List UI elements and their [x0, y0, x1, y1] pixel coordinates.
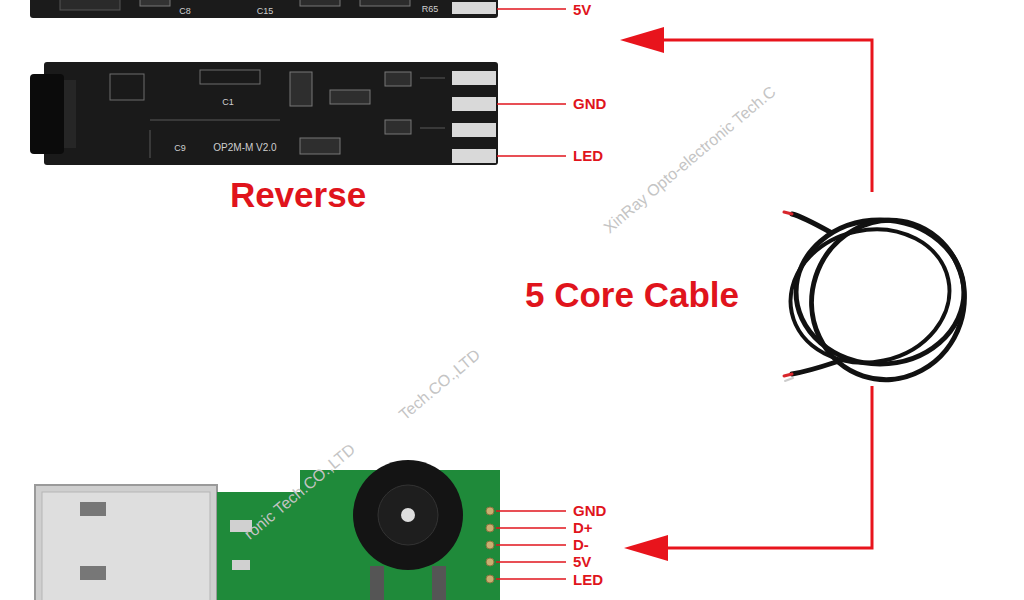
- arrowhead: [620, 27, 664, 53]
- silkscreen-text: C1: [222, 97, 234, 107]
- lens-ring: [64, 80, 76, 148]
- cable-end: [792, 362, 836, 374]
- pin: [486, 524, 494, 532]
- leader-line: [496, 578, 566, 580]
- pin: [486, 575, 494, 583]
- solder-pad: [452, 71, 496, 85]
- silkscreen-text: OP2M-M V2.0: [213, 142, 276, 154]
- pin-label: 5V: [573, 553, 591, 570]
- component: [300, 138, 340, 154]
- silkscreen-text: C9: [174, 143, 186, 153]
- component: [360, 0, 410, 6]
- arrowhead: [624, 535, 668, 561]
- usb-hole: [80, 566, 106, 580]
- watermark: Tech.CO.,LTD: [396, 346, 485, 424]
- camera-board-front: [30, 0, 566, 18]
- lens-barrel: [30, 74, 64, 154]
- leader-line: [496, 561, 566, 563]
- usb-hole: [80, 502, 106, 516]
- usb-shell: [42, 492, 210, 600]
- component: [330, 90, 370, 104]
- leader-line: [496, 527, 566, 529]
- component: [300, 0, 340, 6]
- silkscreen-outline: [110, 74, 144, 100]
- component: [385, 72, 411, 86]
- solder-pad: [452, 149, 496, 163]
- solder-pad: [452, 2, 496, 14]
- solder-pad: [452, 123, 496, 137]
- component: [232, 560, 250, 570]
- arrow-line: [662, 40, 872, 192]
- leader-line: [497, 155, 566, 157]
- leader-line: [497, 103, 566, 105]
- cable-end: [792, 214, 830, 232]
- potentiometer: [353, 460, 463, 570]
- component: [140, 0, 170, 6]
- usb-plug: [35, 485, 217, 600]
- wire-tip: [784, 212, 792, 214]
- potentiometer-leg: [432, 566, 446, 600]
- wire-tip: [785, 378, 793, 381]
- wire-tip: [784, 374, 792, 376]
- solder-pad: [452, 97, 496, 111]
- leader-line: [497, 8, 566, 10]
- camera-board-reverse: [30, 62, 566, 165]
- pin-label: LED: [573, 571, 603, 588]
- leader-lines: [496, 511, 566, 579]
- view-label: Reverse: [230, 175, 366, 215]
- part-label: 5 Core Cable: [525, 275, 739, 315]
- pin: [486, 541, 494, 549]
- silkscreen-text: C8: [179, 6, 191, 16]
- potentiometer-shaft: [401, 508, 415, 522]
- pcb-body: [44, 62, 498, 165]
- leader-line: [496, 544, 566, 546]
- coiled-cable: [778, 200, 985, 399]
- potentiometer-knob: [378, 485, 438, 545]
- pin-label: D-: [573, 536, 589, 553]
- cable-loop: [778, 215, 962, 377]
- pcb-body: [30, 0, 498, 18]
- pin-label: GND: [573, 95, 606, 112]
- pcb-trace: [150, 78, 445, 158]
- pin-label: LED: [573, 147, 603, 164]
- silkscreen-text: R65: [422, 4, 439, 14]
- pin-holes: [486, 507, 494, 583]
- pin-label: GND: [573, 502, 606, 519]
- pin-label: D+: [573, 519, 593, 536]
- potentiometer-leg: [370, 566, 384, 600]
- pin-label: 5V: [573, 1, 591, 18]
- arrow-line: [666, 386, 872, 548]
- pin: [486, 558, 494, 566]
- silkscreen-text: C15: [257, 6, 274, 16]
- silkscreen-outline: [200, 70, 260, 84]
- component: [290, 72, 312, 106]
- component: [385, 120, 411, 134]
- pin: [486, 507, 494, 515]
- leader-line: [496, 510, 566, 512]
- component: [60, 0, 120, 10]
- watermark: XinRay Opto-electronic Tech.C: [600, 83, 779, 238]
